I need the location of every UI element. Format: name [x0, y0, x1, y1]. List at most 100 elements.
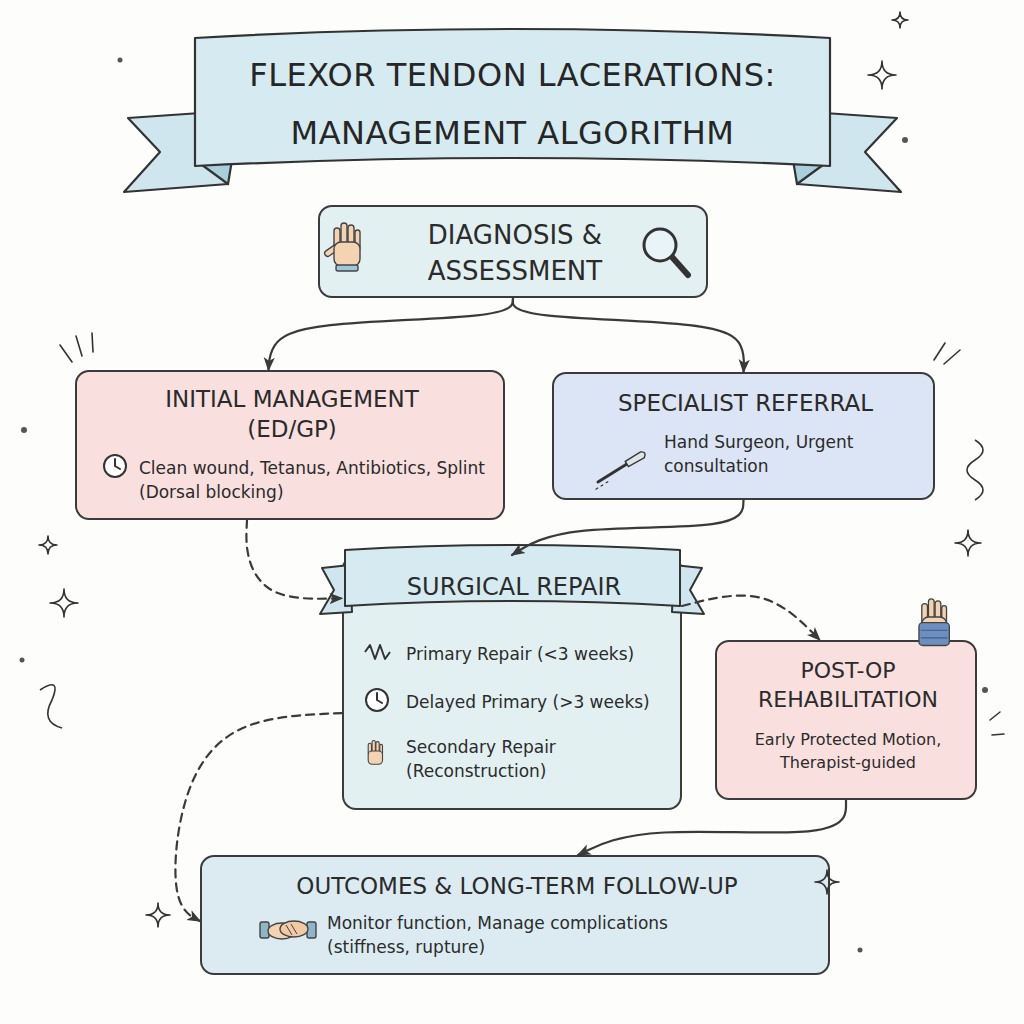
flow-arrow	[512, 500, 744, 555]
sparkle	[955, 530, 981, 556]
box-body: Monitor function, Manage complications (…	[327, 911, 727, 959]
finger	[372, 741, 375, 755]
finger	[368, 743, 371, 755]
sparkle	[868, 61, 896, 89]
ribbon-fold	[198, 160, 232, 184]
box-body: Clean wound, Tetanus, Antibiotics, Splin…	[139, 456, 491, 504]
cuff	[307, 922, 316, 938]
ribbon-band	[195, 29, 830, 166]
ribbon-tail	[124, 112, 228, 192]
clock-hands	[115, 459, 120, 469]
dashed-arrow	[246, 520, 342, 599]
doodle-rays	[60, 333, 93, 362]
box-heading: SPECIALIST REFERRAL	[569, 388, 922, 418]
scalpel-mark	[596, 480, 611, 490]
sparkle	[892, 12, 908, 28]
ribbon-heading: SURGICAL REPAIR	[364, 572, 664, 602]
swirl	[967, 440, 983, 500]
dot	[20, 658, 25, 663]
heading-ribbon	[320, 545, 704, 614]
finger-lines	[286, 924, 297, 935]
splint-strap	[921, 630, 948, 638]
finger	[380, 744, 383, 755]
box-heading: DIAGNOSIS & ASSESSMENT	[390, 217, 640, 289]
finger	[942, 606, 947, 625]
list-item: Secondary Repair (Reconstruction)	[406, 735, 606, 783]
sparkle	[815, 870, 839, 894]
scalpel-blade	[625, 450, 647, 467]
box-body: Early Protected Motion, Therapist-guided	[727, 728, 969, 774]
finger	[355, 230, 360, 250]
hand-icon	[324, 223, 360, 271]
ribbon-tail	[672, 565, 704, 614]
clock-icon	[366, 689, 388, 711]
hand-icon	[368, 741, 382, 765]
finger	[334, 228, 340, 250]
scalpel-handle	[598, 464, 627, 482]
cuff	[260, 922, 269, 938]
flow-arrow	[578, 800, 846, 855]
handshake-icon	[260, 921, 316, 939]
flow-arrow	[269, 298, 514, 370]
list-item: Delayed Primary (>3 weeks)	[406, 690, 671, 714]
process-box: SPECIALIST REFERRAL Hand Surgeon, Urgent …	[552, 372, 935, 500]
scalpel-icon	[591, 450, 647, 489]
palm	[922, 617, 947, 640]
sparkles	[39, 12, 1004, 927]
palm	[334, 242, 360, 266]
doodle-rays	[934, 343, 960, 364]
ribbon-fold	[793, 160, 827, 184]
dashed-arrow	[175, 713, 342, 921]
process-box: INITIAL MANAGEMENT (ED/GP) Clean wound, T…	[75, 370, 505, 520]
flow-arrow	[513, 298, 744, 372]
splint-wrap	[919, 623, 949, 646]
diagram-title: FLEXOR TENDON LACERATIONS: MANAGEMENT AL…	[200, 46, 825, 162]
dot	[118, 58, 123, 63]
process-box: POST-OP REHABILITATION Early Protected Mo…	[715, 640, 977, 800]
palm	[368, 751, 382, 764]
ribbon-tail	[320, 565, 352, 614]
box-heading: INITIAL MANAGEMENT (ED/GP)	[132, 384, 452, 444]
ribbon-band	[345, 545, 680, 606]
sparkle	[146, 903, 170, 927]
magnifier-handle	[672, 257, 688, 275]
doodle-rays	[990, 712, 1004, 735]
finger	[376, 742, 379, 755]
magnifier-lens	[644, 229, 676, 261]
process-box: SURGICAL REPAIR Primary Repair (<3 weeks)…	[342, 555, 682, 810]
dot	[21, 427, 27, 433]
magnifier-icon	[644, 229, 688, 275]
process-box: OUTCOMES & LONG-TERM FOLLOW-UP Monitor fu…	[200, 855, 830, 975]
dot	[982, 687, 988, 693]
finger	[922, 604, 928, 625]
assessment-box: DIAGNOSIS & ASSESSMENT	[318, 205, 708, 298]
clock-icon	[104, 455, 126, 477]
dashed-arrow	[682, 596, 820, 640]
clock-hands	[377, 693, 382, 703]
list-item: Primary Repair (<3 weeks)	[406, 642, 671, 666]
hand-left	[268, 923, 296, 939]
clock-face	[366, 689, 388, 711]
swirl	[40, 685, 62, 728]
finger	[928, 599, 934, 624]
thumb	[324, 243, 341, 257]
box-heading: POST-OP REHABILITATION	[727, 656, 969, 714]
sparkle	[39, 536, 57, 554]
finger	[341, 223, 347, 249]
dots	[20, 58, 989, 953]
sparkle	[50, 589, 78, 617]
suture-icon	[365, 645, 390, 659]
clock-face	[104, 455, 126, 477]
hand-right	[280, 921, 308, 937]
ribbon-tail	[797, 112, 901, 192]
dot	[902, 137, 908, 143]
cuff	[336, 265, 358, 271]
finger	[348, 225, 354, 249]
box-body: Hand Surgeon, Urgent consultation	[664, 430, 894, 478]
box-heading: OUTCOMES & LONG-TERM FOLLOW-UP	[222, 871, 812, 901]
splint-icon	[919, 599, 949, 646]
